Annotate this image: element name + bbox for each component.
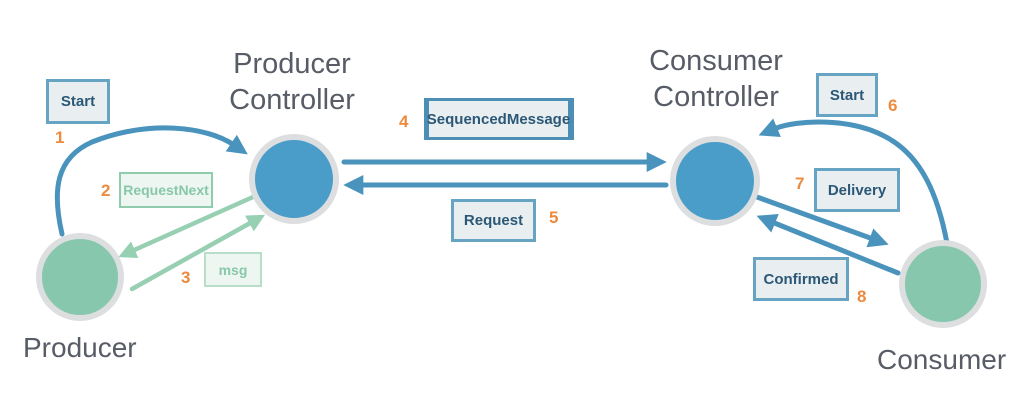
start-producer-message-box: Start — [46, 79, 110, 124]
sequenced-message-box: SequencedMessage — [424, 98, 574, 140]
step-number-8: 8 — [857, 287, 867, 306]
consumer-label: Consumer — [877, 344, 1007, 375]
producer-label: Producer — [23, 332, 137, 363]
arrow-confirmed — [756, 213, 901, 276]
consumer-controller-title-line2: Controller — [653, 81, 779, 113]
consumer-controller-title: Consumer Controller — [606, 43, 826, 115]
confirmed-message-box: Confirmed — [753, 257, 849, 301]
consumer-controller-title-line1: Consumer — [649, 45, 783, 77]
arrow-start-producer — [54, 125, 248, 237]
delivery-message-box: Delivery — [814, 168, 900, 212]
step-number-2: 2 — [101, 181, 111, 200]
consumer-controller-node — [670, 136, 760, 226]
arrow-start-consumer — [758, 118, 950, 246]
request-message-box: Request — [451, 199, 536, 242]
consumer-node — [899, 240, 987, 328]
arrow-request-next — [118, 194, 256, 258]
step-number-3: 3 — [181, 268, 191, 287]
producer-controller-node — [249, 134, 339, 224]
start-consumer-message-box: Start — [816, 73, 878, 117]
producer-controller-title: Producer Controller — [182, 46, 402, 118]
arrow-msg — [129, 214, 266, 292]
producer-controller-title-line2: Controller — [229, 84, 355, 116]
step-number-1: 1 — [55, 128, 65, 147]
step-number-6: 6 — [888, 96, 898, 115]
request-next-message-box: RequestNext — [119, 172, 213, 208]
arrow-delivery — [754, 194, 889, 248]
step-number-5: 5 — [549, 208, 559, 227]
step-number-4: 4 — [399, 112, 409, 131]
msg-message-box: msg — [204, 252, 262, 287]
step-number-7: 7 — [795, 174, 805, 193]
producer-controller-title-line1: Producer — [233, 48, 351, 80]
producer-node — [36, 233, 124, 321]
